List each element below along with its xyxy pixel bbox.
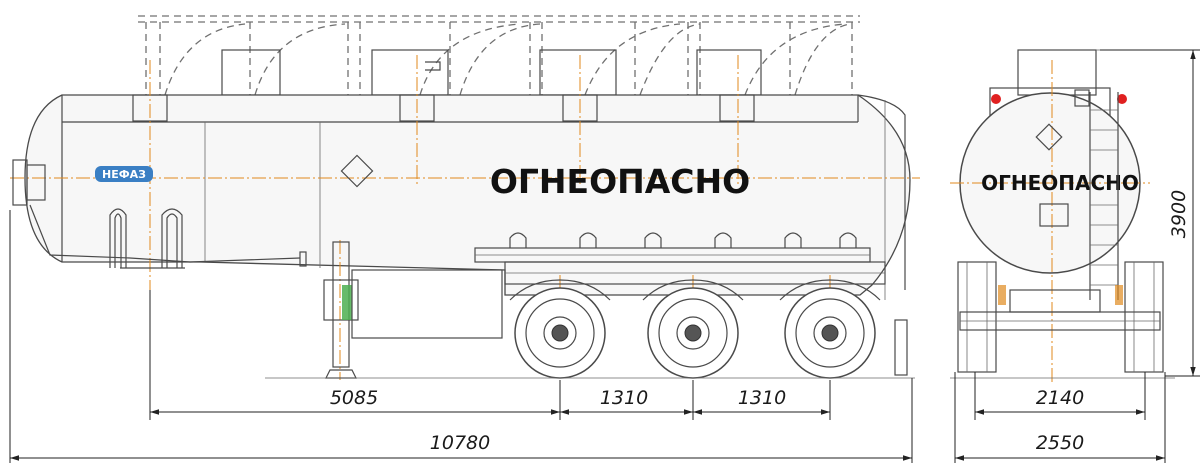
right-lamp — [1117, 94, 1127, 104]
hazard-diamond-icon — [340, 154, 374, 188]
tank-body — [24, 94, 911, 300]
left-lamp — [991, 94, 1001, 104]
dim-label-2140: 2140 — [1036, 387, 1084, 409]
ladder — [1074, 89, 1119, 300]
dim-label-2550: 2550 — [1036, 432, 1084, 454]
tool-box — [351, 269, 503, 339]
green-marker — [342, 285, 352, 320]
rear-dimensions: 2140 2550 3900 — [954, 49, 1200, 463]
wheel-1 — [514, 287, 606, 379]
rear-warning-label: ОГНЕОПАСНО — [981, 171, 1139, 195]
pipe-loops — [109, 208, 183, 268]
dim-label-1310-a: 1310 — [600, 387, 648, 409]
logo-text: НЕФАЗ — [102, 168, 146, 181]
rear-view: ОГНЕОПАСНО — [950, 49, 1185, 385]
suspension-frame — [474, 232, 886, 285]
dim-label-1310-b: 1310 — [738, 387, 786, 409]
dim-label-5085: 5085 — [330, 387, 378, 409]
open-hatch-outline — [138, 15, 860, 96]
side-warning-label: ОГНЕОПАСНО — [490, 162, 750, 201]
rear-bumper — [894, 319, 908, 376]
rear-plate — [1039, 203, 1069, 227]
dim-label-10780: 10780 — [430, 432, 490, 454]
side-view: НЕФАЗ ОГНЕОПАСНО — [10, 15, 920, 385]
rear-hazard-diamond-icon — [1035, 123, 1063, 151]
dim-label-3900: 3900 — [1168, 190, 1190, 238]
wheel-3 — [784, 287, 876, 379]
fenders — [509, 279, 881, 301]
wheel-2 — [647, 287, 739, 379]
hatch-boxes — [221, 49, 762, 96]
rear-chassis — [957, 261, 1164, 373]
side-dimensions: 5085 1310 1310 10780 — [9, 210, 913, 463]
manufacturer-logo: НЕФАЗ — [95, 166, 153, 182]
front-end — [12, 159, 307, 269]
